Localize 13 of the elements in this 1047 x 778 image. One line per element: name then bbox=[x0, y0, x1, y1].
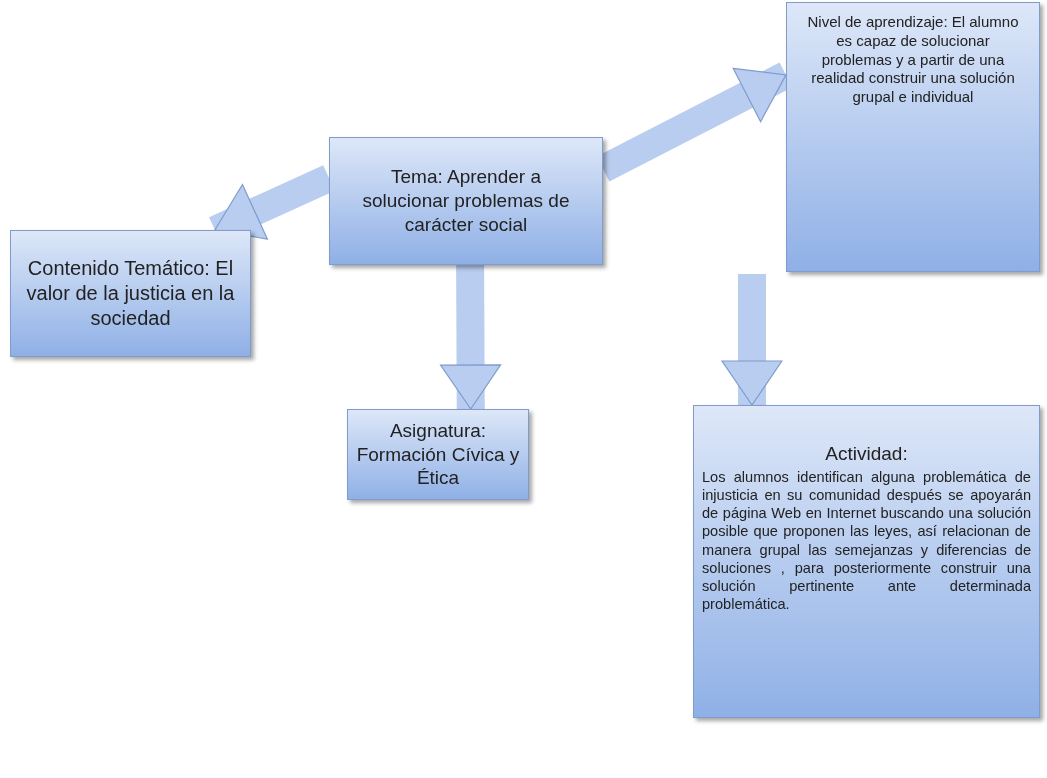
concept-box bbox=[347, 409, 529, 500]
box-text: Tema: Aprender a solucionar problemas de carácter social bbox=[361, 165, 571, 237]
box-text: Nivel de aprendizaje: El alumno es capaz de solucionar problemas y a partir de una realidad construir una solución grupal e individual bbox=[806, 13, 1020, 107]
concept-box bbox=[10, 230, 251, 357]
block-arrow bbox=[439, 264, 502, 410]
box-heading: Actividad: bbox=[824, 442, 909, 466]
concept-box bbox=[786, 2, 1040, 272]
box-text: Los alumnos identifican alguna problemática de injusticia en su comunidad después se apoyarán de página Web en Internet buscando una solución posible que proponen las leyes, así relacionan de manera grupal las semejanzas y diferencias de soluciones , para posteriormente construir una solución pertinente ante determinada problemática. bbox=[702, 467, 1031, 614]
box-text: Asignatura: Formación Cívica y Ética bbox=[356, 418, 520, 491]
concept-box bbox=[329, 137, 603, 265]
box-text: Contenido Temático: El valor de la justicia en la sociedad bbox=[25, 256, 236, 331]
concept-box bbox=[693, 405, 1040, 718]
block-arrow bbox=[721, 274, 783, 406]
